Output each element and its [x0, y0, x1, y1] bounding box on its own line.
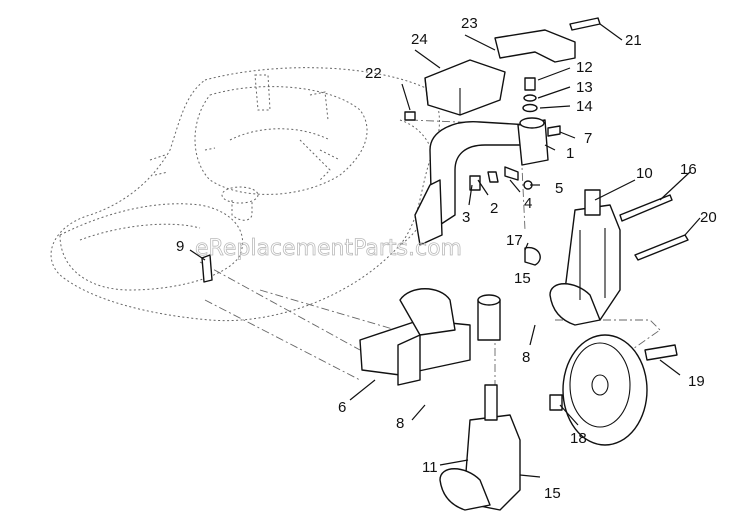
- callout-8b: 8: [396, 415, 404, 432]
- clip-17: [524, 246, 541, 266]
- callout-16: 16: [680, 161, 697, 178]
- callout-21: 21: [625, 32, 642, 49]
- callout-6: 6: [338, 399, 346, 416]
- callout-8a: 8: [522, 349, 530, 366]
- leader-lines: [189, 23, 701, 478]
- caster-10: [549, 189, 621, 326]
- watermark: eReplacementParts.com: [195, 236, 462, 261]
- mower-deck-outline: [50, 67, 440, 322]
- callout-23: 23: [461, 15, 478, 32]
- callout-9: 9: [176, 238, 184, 255]
- callout-10: 10: [636, 165, 653, 182]
- callout-14: 14: [576, 98, 593, 115]
- callout-15b: 15: [544, 485, 561, 502]
- callout-13: 13: [576, 79, 593, 96]
- bracket-6: [359, 288, 471, 386]
- callout-12: 12: [576, 59, 593, 76]
- callout-17: 17: [506, 232, 523, 249]
- hardware: [201, 17, 601, 283]
- callouts: 1 2 3 4 5 6 7 8 8 9 10 11 12 13 14 15 15…: [176, 15, 717, 502]
- bracket-24: [424, 59, 506, 116]
- callout-19: 19: [688, 373, 705, 390]
- callout-1: 1: [566, 145, 574, 162]
- wheel: [549, 334, 678, 446]
- callout-24: 24: [411, 31, 428, 48]
- callout-22: 22: [365, 65, 382, 82]
- callout-3: 3: [462, 209, 470, 226]
- handle-tube: [414, 117, 549, 246]
- callout-15a: 15: [514, 270, 531, 287]
- caster-11: [439, 384, 521, 511]
- bracket-23: [494, 29, 576, 63]
- callout-7: 7: [584, 130, 592, 147]
- callout-2: 2: [490, 200, 498, 217]
- callout-18: 18: [570, 430, 587, 447]
- callout-11: 11: [422, 459, 438, 476]
- post: [477, 294, 501, 341]
- callout-20: 20: [700, 209, 717, 226]
- callout-4: 4: [524, 195, 532, 212]
- axle-bolts: [619, 194, 689, 261]
- callout-5: 5: [555, 180, 563, 197]
